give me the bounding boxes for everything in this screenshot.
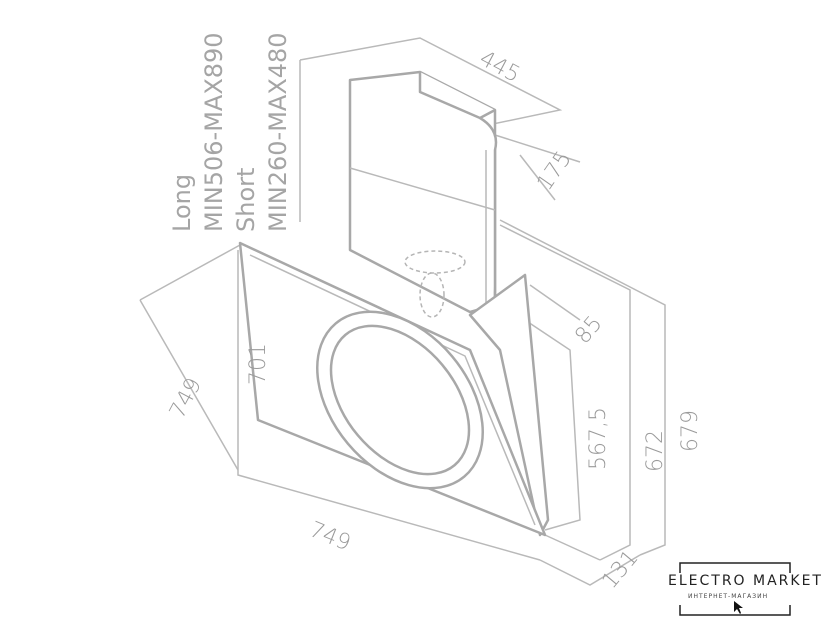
dim-701: 701: [246, 343, 271, 385]
label-short: Short: [232, 168, 260, 232]
label-long: Long: [168, 174, 196, 232]
dim-749-diagonal: 749: [165, 374, 207, 423]
label-long-range: MIN506-MAX890: [200, 32, 228, 232]
dim-672: 672: [643, 430, 668, 472]
dim-749-bottom: 749: [306, 517, 354, 556]
dimension-lines: [139, 37, 666, 586]
logo-subtitle: ИНТЕРНЕТ-МАГАЗИН: [688, 593, 768, 600]
dim-175: 175: [532, 147, 577, 196]
dim-679: 679: [678, 410, 703, 452]
dim-445: 445: [475, 46, 524, 88]
label-short-range: MIN260-MAX480: [264, 32, 292, 232]
cursor-icon: [734, 601, 743, 614]
electro-market-logo: ELECTRO MARKET ИНТЕРНЕТ-МАГАЗИН: [668, 562, 823, 616]
hood-panel: [238, 241, 550, 537]
logo-name: ELECTRO MARKET: [668, 573, 823, 589]
dim-131: 131: [597, 546, 643, 594]
dim-567-5: 567,5: [586, 407, 611, 470]
chimney: [348, 70, 498, 318]
